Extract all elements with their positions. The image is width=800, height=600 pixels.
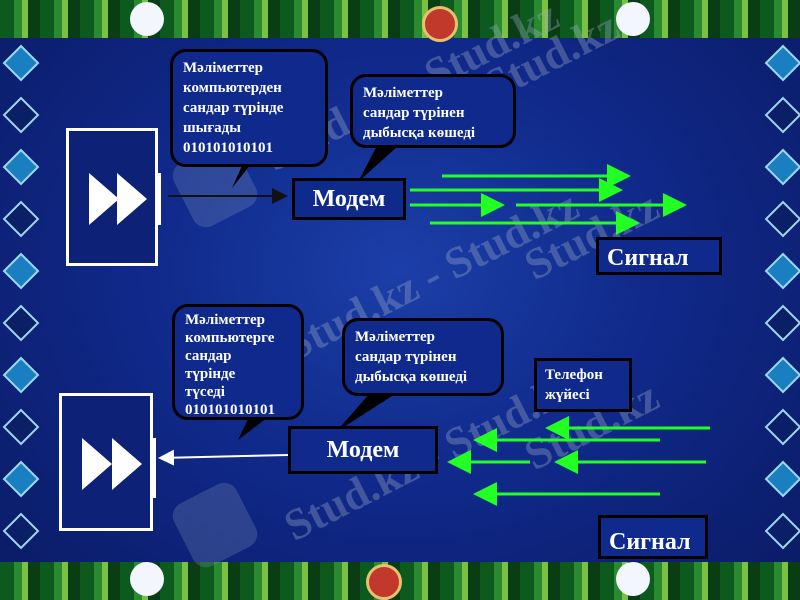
text-line: сандар түрінде	[183, 100, 284, 116]
text-line: шығады	[183, 120, 241, 136]
flower-icon	[366, 564, 402, 600]
signal-box-bottom: Сигнал	[598, 515, 708, 559]
signal-label: Сигнал	[607, 245, 689, 271]
arrow-to-computer	[158, 449, 289, 466]
text-line: сандар түрінен	[355, 349, 457, 365]
computer-top	[66, 128, 161, 266]
text-line: Мәліметтер	[363, 85, 444, 101]
flower-icon	[130, 562, 164, 596]
text-line: Мәліметтер	[183, 60, 264, 76]
text-line: сандар түрінен	[363, 105, 465, 121]
flower-icon	[422, 6, 458, 42]
text-line: дыбысқа көшеді	[355, 369, 468, 385]
text-line: жүйесі	[545, 387, 590, 403]
bubble-tail	[358, 144, 398, 182]
text-line: 010101010101	[185, 402, 275, 418]
text-line: компьютерден	[183, 80, 282, 96]
text-line: Мәліметтер	[185, 312, 266, 328]
computer-bottom	[59, 393, 156, 531]
text-line: компьютерге	[185, 330, 275, 346]
flower-icon	[616, 562, 650, 596]
modem-box-bottom: Модем	[288, 426, 438, 474]
bubble-tail	[336, 393, 392, 432]
signal-box-top: Сигнал	[596, 237, 722, 275]
text-line: сандар	[185, 348, 232, 364]
fast-forward-icon	[89, 173, 119, 225]
telephone-system-box: Телефон жүйесі	[534, 358, 632, 412]
text-line: 010101010101	[183, 140, 273, 156]
modem-label: Модем	[326, 436, 400, 463]
bubble-data-to-computer: Мәліметтер компьютерге сандар түрінде тү…	[172, 304, 304, 420]
signal-label: Сигнал	[609, 529, 691, 555]
bubble-digital-to-sound-bottom: Мәліметтер сандар түрінен дыбысқа көшеді	[342, 318, 504, 396]
fast-forward-icon	[82, 438, 112, 490]
modem-label: Модем	[312, 185, 386, 212]
text-line: Мәліметтер	[355, 329, 436, 345]
bubble-data-from-computer: Мәліметтер компьютерден сандар түрінде ш…	[170, 49, 328, 167]
modem-box-top: Модем	[292, 178, 406, 220]
bubble-digital-to-sound: Мәліметтер сандар түрінен дыбысқа көшеді	[350, 74, 516, 148]
text-line: түседі	[185, 384, 225, 400]
flower-icon	[616, 2, 650, 36]
bubble-tail	[238, 415, 268, 440]
text-line: Телефон	[545, 367, 603, 383]
flower-icon	[130, 2, 164, 36]
text-line: дыбысқа көшеді	[363, 125, 476, 141]
text-line: түрінде	[185, 366, 236, 382]
